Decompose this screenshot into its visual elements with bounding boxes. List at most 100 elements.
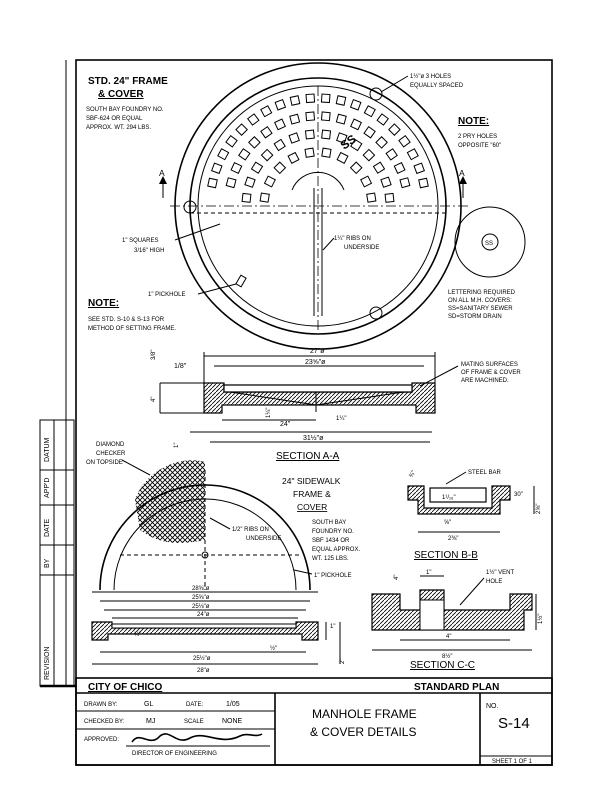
raised-square [335,113,347,125]
sidewalk-title: COVER [297,502,327,512]
dim-812: 8½" [442,653,452,660]
raised-square [321,129,332,140]
raised-square [244,176,256,188]
raised-square [375,136,388,149]
note-title: NOTE: [458,116,489,127]
dim-2558: 25⅝"ø [192,595,210,601]
raised-square [263,175,276,188]
raised-square [335,95,347,106]
raised-square [349,161,363,175]
raised-square [225,177,237,189]
raised-square [230,162,243,174]
dim-cc-112: 1½" [537,614,544,624]
raised-square [287,151,300,164]
bolt-hole [183,200,197,214]
city-name: CITY OF CHICO [88,682,162,693]
section-b-b: STEEL BAR ¾" 1¹/₁₆" 30" 2⅝" ⅝" 2⅜" SECTI… [407,470,542,561]
raised-square [304,129,315,140]
raised-square [238,148,251,161]
raised-square [385,148,398,161]
lettering-detail: SS LETTERING REQUIRED ON ALL M.H. COVERS… [448,206,526,320]
raised-square [289,95,301,106]
dim-114b: 1¼" [336,416,346,422]
dim-18: 1/8" [174,363,187,370]
dim-1116: 1¹/₁₆" [442,495,456,501]
squares-label: 1" SQUARES [122,238,158,244]
vent-hole [419,599,445,631]
diamond-label: CHECKER [96,451,126,457]
raised-square [289,113,301,125]
dim-27: 27"ø [310,348,325,355]
raised-square [321,147,332,158]
section-c-c: 1½" VENT HOLE 1" 4" 1½" 4" 8½" SECTION C… [371,569,544,671]
date-label: DATE: [186,702,204,708]
diamond-label: DIAMOND [96,442,125,448]
raised-square [372,161,386,174]
raised-square [305,93,316,104]
raised-square [260,148,274,162]
dim-sw-1: 1" [330,624,335,630]
frame-section-bb [407,485,511,515]
note-setting: NOTE: SEE STD. S-10 & S-13 FOR METHOD OF… [88,298,176,332]
dim-sw-2: 2" [340,659,346,664]
frame-note-line: APPROX. WT. 294 LBS. [86,125,151,131]
plan-number: S-14 [498,715,530,732]
raised-square [235,123,248,136]
ss-badge-text: SS [485,241,493,247]
sheet-count: SHEET 1 OF 1 [492,759,533,765]
squares-label: 3/16" HIGH [134,248,164,254]
date-label: DATE [44,519,51,537]
vent-label: 1½" VENT [486,569,514,576]
raised-square [418,177,429,189]
raised-square [366,192,377,203]
raised-square [248,136,261,149]
frame-note: STD. 24" FRAME & COVER SOUTH BAY FOUNDRY… [86,76,168,131]
dim-cc-4a: 4" [394,575,400,580]
appd-label: APP'D [44,478,51,498]
holes-note-line: 1½"ø 3 HOLES [410,73,451,80]
dim-bb-34: ¾" [409,470,418,479]
ribs-label: UNDERSIDE [344,245,379,251]
drawn-by: GL [144,701,153,708]
raised-square [241,192,252,203]
note-line: 2 PRY HOLES [458,134,497,140]
standard-plan: STANDARD PLAN [414,682,499,693]
raised-square [362,148,376,162]
revision-label: REVISION [44,647,51,680]
drawn-by-label: DRAWN BY: [84,702,118,708]
raised-square [274,99,287,111]
raised-square [259,192,270,203]
date-value: 1/05 [226,701,240,708]
frame-title-1: STD. 24" FRAME [88,76,168,87]
vent-label: HOLE [486,579,502,585]
dim-2858: 28⅝"ø [192,586,210,592]
raised-square [211,162,223,175]
director-label: DIRECTOR OF ENGINEERING [132,751,217,757]
section-bb-title: SECTION B-B [414,550,478,561]
raised-square [413,162,425,175]
sidewalk-title: 24" SIDEWALK [282,476,341,486]
pickhole [235,274,247,288]
sidewalk-ribs-label: UNDERSIDE [246,536,281,542]
raised-squares [207,93,429,203]
machine-note-line: MATING SURFACES [461,362,518,368]
holes-note: 1½"ø 3 HOLES EQUALLY SPACED [380,73,464,93]
dim-3112: 31½"ø [303,434,324,442]
raised-square [360,175,373,188]
raised-square [304,147,315,158]
raised-square [388,123,401,136]
dim-2518: 25⅛"ø [192,604,210,610]
sidewalk-ribs-label: 1/2" RIBS ON [232,527,269,533]
raised-square [305,111,316,122]
sidewalk-foundry-line: FOUNDRY NO. [312,529,354,535]
sidewalk-section: 28⅝"ø 25⅝"ø 25⅛"ø 24"ø 25½"ø 28"ø ¾" ½" … [91,586,346,674]
scale-label: SCALE [184,719,204,725]
raised-square [363,105,376,118]
dim-cc-4b: 4" [446,634,451,640]
machine-note-line: ARE MACHINED. [461,378,509,384]
lettering-note-line: ON ALL M.H. COVERS: [448,298,512,304]
note-left-title: NOTE: [88,298,119,309]
dim-24: 24" [280,421,291,428]
dim-38: 3/8" [151,350,157,360]
